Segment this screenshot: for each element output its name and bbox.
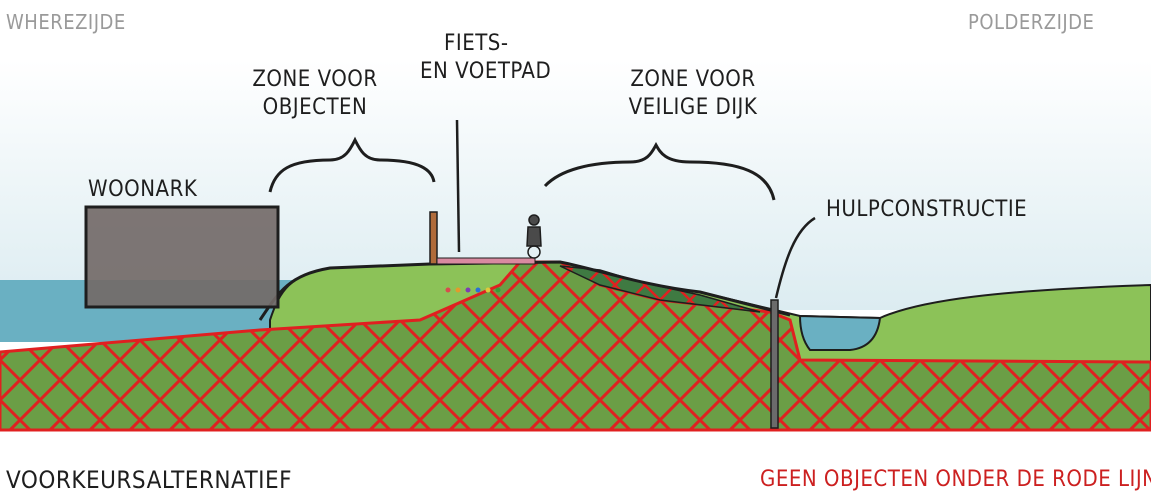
bike-path-line-2: EN VOETPAD	[420, 59, 552, 84]
zone-objects-label: ZONE VOOR OBJECTEN	[250, 66, 380, 122]
object-pole	[429, 211, 438, 265]
houseboat-label: WOONARK	[88, 177, 198, 202]
houseboat	[84, 205, 280, 309]
bike-path-line-1: FIETS-	[444, 31, 509, 56]
aux-construction-label: HULPCONSTRUCTIE	[826, 197, 1028, 222]
cyclist-icon	[526, 214, 542, 259]
cable-dots	[445, 287, 501, 293]
zone-safe-dike-line-1: ZONE VOOR	[630, 67, 756, 92]
zone-objects-line-2: OBJECTEN	[262, 95, 368, 120]
preferred-alternative-label: VOORKEURSALTERNATIEF	[6, 466, 293, 494]
brace-zone-safe-dike	[543, 141, 776, 201]
polderside-label: POLDERZIJDE	[968, 10, 1095, 34]
zone-safe-dike-line-2: VEILIGE DIJK	[628, 95, 758, 120]
zone-objects-line-1: ZONE VOOR	[252, 67, 378, 92]
bike-path-strip	[436, 257, 536, 265]
bike-path-label: FIETS- EN VOETPAD	[420, 30, 551, 86]
waterside-label: WHEREZIJDE	[6, 10, 126, 34]
dike-profile-line	[258, 260, 791, 321]
brace-zone-objects	[268, 136, 436, 193]
no-objects-rule-label: GEEN OBJECTEN ONDER DE RODE LIJN	[760, 467, 1151, 492]
leader-bike-path	[455, 119, 461, 253]
leader-aux-construction	[774, 216, 816, 299]
water-polder-ditch	[798, 314, 882, 351]
zone-safe-dike-label: ZONE VOOR VEILIGE DIJK	[618, 66, 768, 122]
aux-construction	[770, 299, 779, 429]
